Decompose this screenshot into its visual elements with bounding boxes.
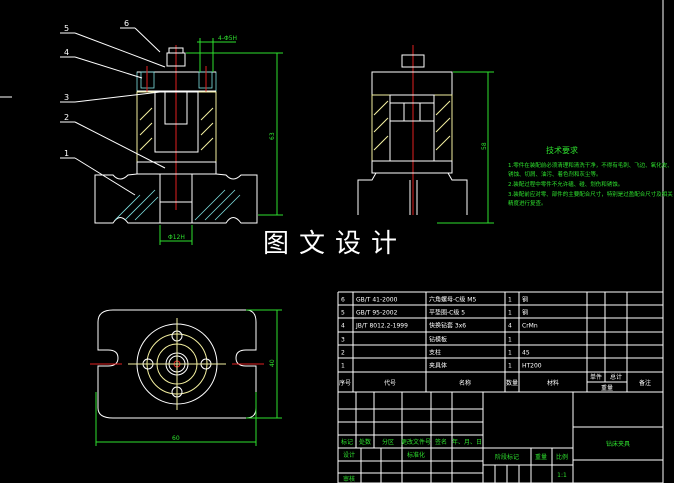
tech-requirements-title: 技术要求 [546,145,578,155]
watermark-text: 图文设计 [263,229,407,259]
dim-bore: Φ12H [168,234,185,241]
dim-holes: 4-Φ5H [218,35,237,42]
bom-cell-name: 钻模板 [429,336,447,344]
dim-width-plan: 60 [172,435,180,442]
scale-value: 1:1 [557,472,567,479]
rev-label-doc: 更改文件号 [401,438,431,446]
leader-label-6: 6 [124,19,129,28]
label-weight: 重量 [535,453,547,461]
drawing-name: 钻床夹具 [606,440,630,448]
bom-cell-qty: 4 [508,323,512,330]
dim-depth-plan: 40 [269,359,276,367]
rev-label-date: 年、月、日 [452,438,482,446]
side-view [357,45,494,224]
bom-cell-no: 4 [341,323,345,330]
bom-cell-name: 夹具体 [429,362,447,370]
bom-cell-name: 六角螺母-C级 M5 [429,296,476,304]
tech-item: 1.零件在装配前必须清理和清洗干净，不得有毛刺、飞边、氧化皮、 [508,161,673,169]
leader-label-3: 3 [64,93,69,102]
leader-label-2: 2 [64,113,69,122]
label-standard: 标准化 [407,451,425,459]
leader-label-4: 4 [64,48,69,57]
bom-header-note: 备注 [639,379,651,387]
bom-header-qty: 数量 [506,379,518,387]
bom-header-single: 单件 [590,373,602,381]
bom-cell-no: 5 [341,310,345,317]
bom-cell-material: 钢 [522,309,528,317]
label-stage: 阶段标记 [495,453,519,461]
dim-height-side: 58 [481,142,488,150]
dim-height-front: 63 [269,132,276,140]
bom-cell-no: 6 [341,297,345,304]
rev-label-sign: 签名 [435,438,447,446]
rev-label-zone: 分区 [382,438,394,446]
bom-cell-qty: 1 [508,350,512,357]
front-section-view [94,45,258,224]
bom-cell-material: 钢 [522,296,528,304]
rev-label-count: 处数 [359,438,371,446]
leader-label-1: 1 [64,149,69,158]
bom-cell-code: JB/T 8012.2-1999 [355,323,408,330]
part-leaders [60,27,166,196]
rev-label-mark: 标记 [341,438,353,446]
bom-header-no: 序号 [339,379,351,387]
bom-header-code: 代号 [384,379,396,387]
bom-cell-code: GB/T 41-2000 [356,297,398,304]
leader-label-5: 5 [64,24,69,33]
label-scale: 比例 [556,453,568,461]
bom-cell-name: 平垫圈-C级 5 [429,309,465,317]
label-design: 设计 [343,451,355,459]
bom-cell-qty: 1 [508,337,512,344]
bom-header-name: 名称 [459,379,471,387]
title-block-grid [338,392,663,483]
bom-header-weight: 重量 [601,384,613,392]
front-dimensions [159,38,283,245]
bom-cell-no: 3 [341,337,345,344]
label-review: 审核 [343,475,355,483]
tech-item: 精度进行复查。 [508,199,547,207]
plan-view [90,309,282,446]
bom-cell-no: 2 [341,350,345,357]
bom-grid [337,291,663,483]
bom-cell-no: 1 [341,363,345,370]
bom-cell-qty: 1 [508,310,512,317]
tech-item: 3.装配前应对零、部件的主要配合尺寸，特别是过盈配合尺寸及相关 [508,190,673,198]
bom-cell-material: HT200 [522,363,542,370]
bom-cell-name: 支柱 [429,349,441,357]
bom-cell-qty: 1 [508,363,512,370]
bom-cell-material: 45 [522,350,530,357]
tech-item: 2.装配过程中零件不允许磕、碰、划伤和锈蚀。 [508,180,623,188]
bom-header-material: 材料 [547,379,559,387]
bom-header-total: 总计 [610,373,622,381]
bom-rows: 6 GB/T 41-2000 六角螺母-C级 M5 1 钢 5 GB/T 95-2002 平垫… [341,296,542,370]
bom-cell-code: GB/T 95-2002 [356,310,398,317]
tech-item: 锈蚀、切屑、油污、着色剂和灰尘等。 [508,170,602,178]
bom-cell-qty: 1 [508,297,512,304]
bom-cell-material: CrMn [522,323,538,330]
bom-cell-name: 快换钻套 3x6 [429,322,466,330]
